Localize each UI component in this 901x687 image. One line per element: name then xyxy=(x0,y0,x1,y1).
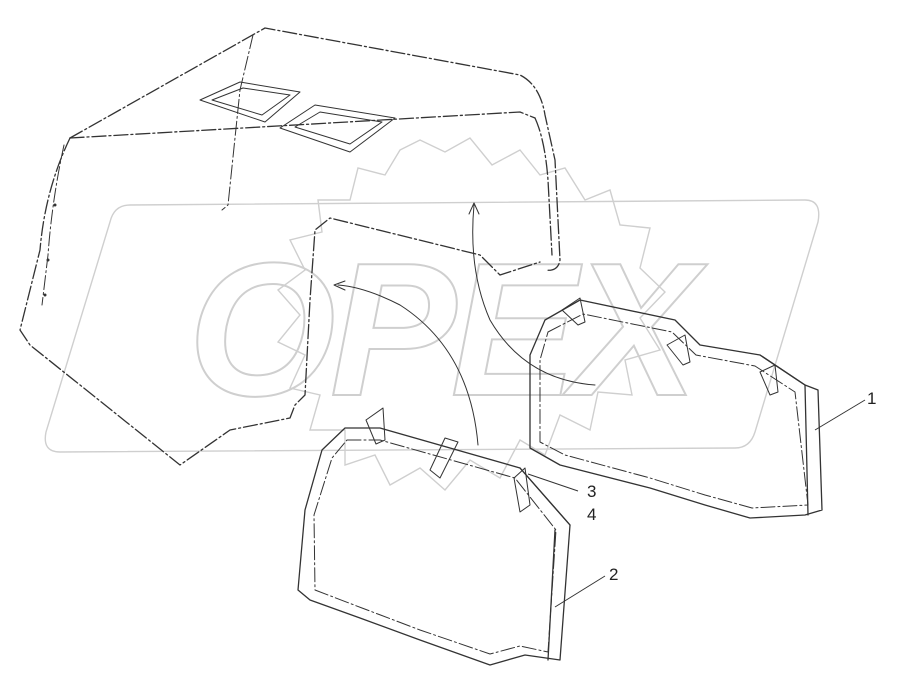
arrow-right-path xyxy=(472,204,596,386)
panel-2-hinge-b xyxy=(429,437,459,479)
panel-1-inner xyxy=(539,313,809,509)
panel-2-outer xyxy=(297,427,571,666)
cab-front-edge xyxy=(69,111,536,139)
leader-1 xyxy=(814,399,866,431)
panel-2-edge xyxy=(519,467,571,661)
watermark-gear-outline xyxy=(276,137,666,492)
cab-rear-pillar xyxy=(534,117,553,256)
leader-2 xyxy=(554,575,606,608)
roof-hatch-right-inner xyxy=(294,111,383,145)
window-panel-1 xyxy=(529,297,823,519)
panel-1-edge xyxy=(759,354,809,516)
watermark-outer-frame xyxy=(44,199,820,453)
callout-1: 1 xyxy=(867,389,876,408)
cab-corner-post xyxy=(221,34,254,211)
callout-4: 4 xyxy=(587,505,596,524)
roof-hatch-left-inner xyxy=(211,87,291,116)
arrow-left-path xyxy=(337,284,479,446)
panel-2-inner xyxy=(313,439,557,655)
panel-2-hinge-a xyxy=(365,407,386,445)
panel-1-hinge-b xyxy=(666,334,691,366)
arrow-left-head xyxy=(333,280,346,291)
callout-2: 2 xyxy=(609,565,618,584)
callout-leaders xyxy=(527,399,866,608)
roof-hatch-right xyxy=(279,104,396,153)
install-arrows xyxy=(333,202,596,446)
panel-2-latch xyxy=(513,467,531,513)
leader-3 xyxy=(527,473,579,492)
panel-1-outer xyxy=(529,299,823,519)
opex-watermark: OPEX xyxy=(44,137,820,492)
cab-roof-outline xyxy=(69,27,561,271)
cab-body xyxy=(19,27,561,466)
cab-left-inner xyxy=(41,144,65,306)
callout-labels: 1 2 3 4 xyxy=(587,389,876,584)
window-panel-2 xyxy=(297,407,571,666)
cab-left-side xyxy=(19,137,541,466)
panel-1-hinge-c xyxy=(759,364,779,396)
panel-1-hinge-a xyxy=(561,297,586,326)
callout-3: 3 xyxy=(587,482,596,501)
roof-hatch-left xyxy=(199,81,301,123)
watermark-text: OPEX xyxy=(188,224,708,436)
arrow-right-head xyxy=(468,202,480,215)
